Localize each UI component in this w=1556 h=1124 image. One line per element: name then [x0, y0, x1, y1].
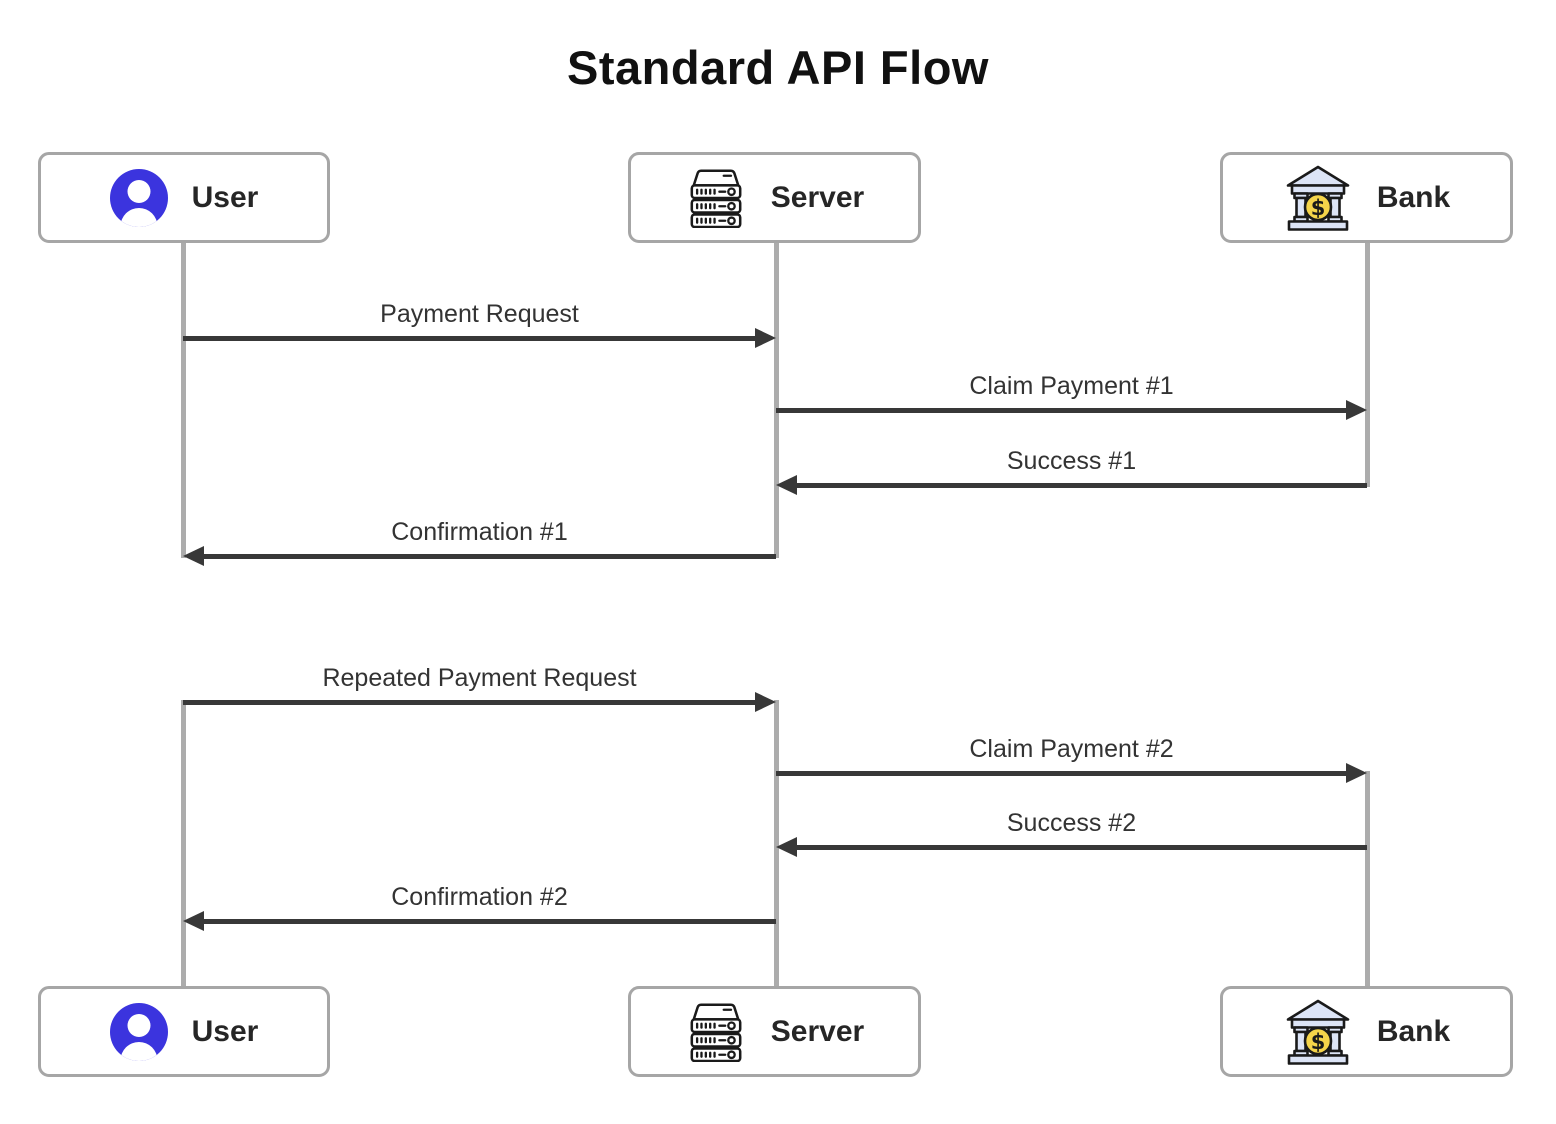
arrow-line [200, 553, 776, 559]
dollar-symbol: $ [1311, 196, 1326, 220]
bank-building-icon: $ [1286, 165, 1350, 231]
actor-user-top: User [38, 152, 330, 243]
arrowhead-right-icon [755, 692, 776, 712]
arrowhead-left-icon [183, 911, 204, 931]
user-icon [109, 168, 168, 227]
arrowhead-left-icon [776, 475, 797, 495]
arrowhead-left-icon [776, 837, 797, 857]
arrow-line [793, 844, 1367, 850]
message-label: Claim Payment #1 [969, 372, 1174, 400]
dollar-coin-icon [1303, 1026, 1333, 1055]
message-label: Confirmation #1 [391, 518, 568, 546]
message-label: Success #2 [1006, 809, 1137, 837]
bank-building-icon: $ [1286, 999, 1350, 1065]
arrowhead-left-icon [183, 546, 204, 566]
message-label: Repeated Payment Request [322, 664, 637, 692]
arrow-line [793, 482, 1367, 488]
message-label: Confirmation #2 [391, 883, 568, 911]
actor-server-bottom: Server [628, 986, 921, 1077]
lifeline-bank-bottom [1365, 771, 1370, 986]
actor-bank-top: $ Bank [1220, 152, 1513, 243]
server-rack-icon [690, 1002, 742, 1062]
lifeline-user-bottom [181, 700, 186, 986]
arrowhead-right-icon [1346, 763, 1367, 783]
user-icon [109, 1002, 168, 1061]
arrow-line [200, 918, 776, 924]
lifeline-server-top [774, 243, 779, 558]
actor-bank-bottom: $ Bank [1220, 986, 1513, 1077]
actor-user-bottom: User [38, 986, 330, 1077]
diagram-title: Standard API Flow [567, 41, 989, 94]
dollar-symbol: $ [1311, 1030, 1326, 1054]
arrow-line [183, 335, 759, 341]
lifeline-user-top [181, 243, 186, 558]
arrow-line [776, 770, 1350, 776]
actor-user-label: User [191, 1014, 259, 1048]
actor-server-label: Server [770, 180, 865, 214]
actor-user-label: User [191, 180, 259, 214]
arrow-line [776, 407, 1350, 413]
dollar-coin-icon [1303, 192, 1333, 221]
actor-server-label: Server [770, 1014, 865, 1048]
arrowhead-right-icon [755, 328, 776, 348]
lifeline-bank-top [1365, 243, 1370, 487]
actor-bank-label: Bank [1376, 180, 1451, 214]
message-label: Claim Payment #2 [969, 735, 1174, 763]
actor-bank-label: Bank [1376, 1014, 1451, 1048]
message-label: Payment Request [380, 300, 579, 328]
message-label: Success #1 [1006, 447, 1137, 475]
arrow-line [183, 699, 759, 705]
actor-server-top: Server [628, 152, 921, 243]
arrowhead-right-icon [1346, 400, 1367, 420]
server-rack-icon [690, 168, 742, 228]
